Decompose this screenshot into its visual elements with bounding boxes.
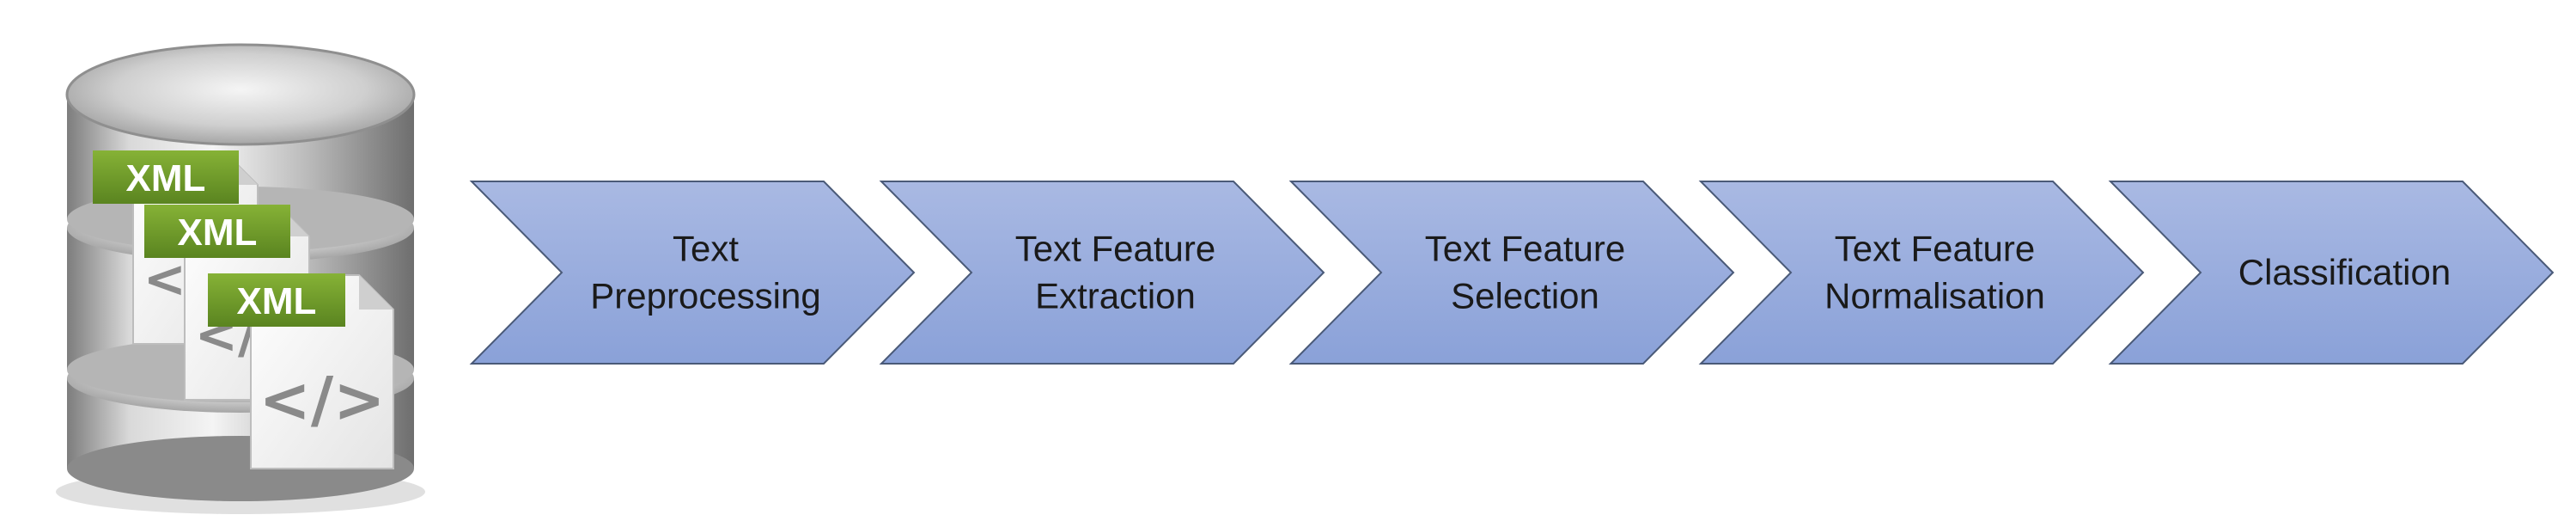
xml-tag-label: XML	[237, 280, 317, 322]
database-with-xml-files-icon: </> XML </> XML </> XML	[56, 43, 425, 514]
chevron-arrow	[2108, 181, 2555, 365]
step-label: Extraction	[1035, 276, 1196, 316]
step-label: Text	[673, 229, 739, 269]
step-label: Text Feature	[1015, 229, 1215, 269]
pipeline-step: Classification	[2108, 181, 2555, 365]
code-symbol: </>	[259, 364, 386, 436]
xml-file-icon: </> XML	[208, 273, 394, 469]
xml-tag-label: XML	[126, 157, 206, 199]
step-label: Normalisation	[1824, 276, 2045, 316]
step-label: Preprocessing	[590, 276, 820, 316]
step-label: Text Feature	[1835, 229, 2035, 269]
step-label: Text Feature	[1425, 229, 1625, 269]
xml-tag-label: XML	[178, 211, 258, 254]
step-label: Selection	[1451, 276, 1599, 316]
chevron-arrow	[1698, 181, 2145, 365]
step-label: Classification	[2238, 252, 2451, 292]
chevron-arrow	[879, 181, 1325, 365]
chevron-arrow	[1288, 181, 1735, 365]
chevron-arrow	[469, 181, 916, 365]
